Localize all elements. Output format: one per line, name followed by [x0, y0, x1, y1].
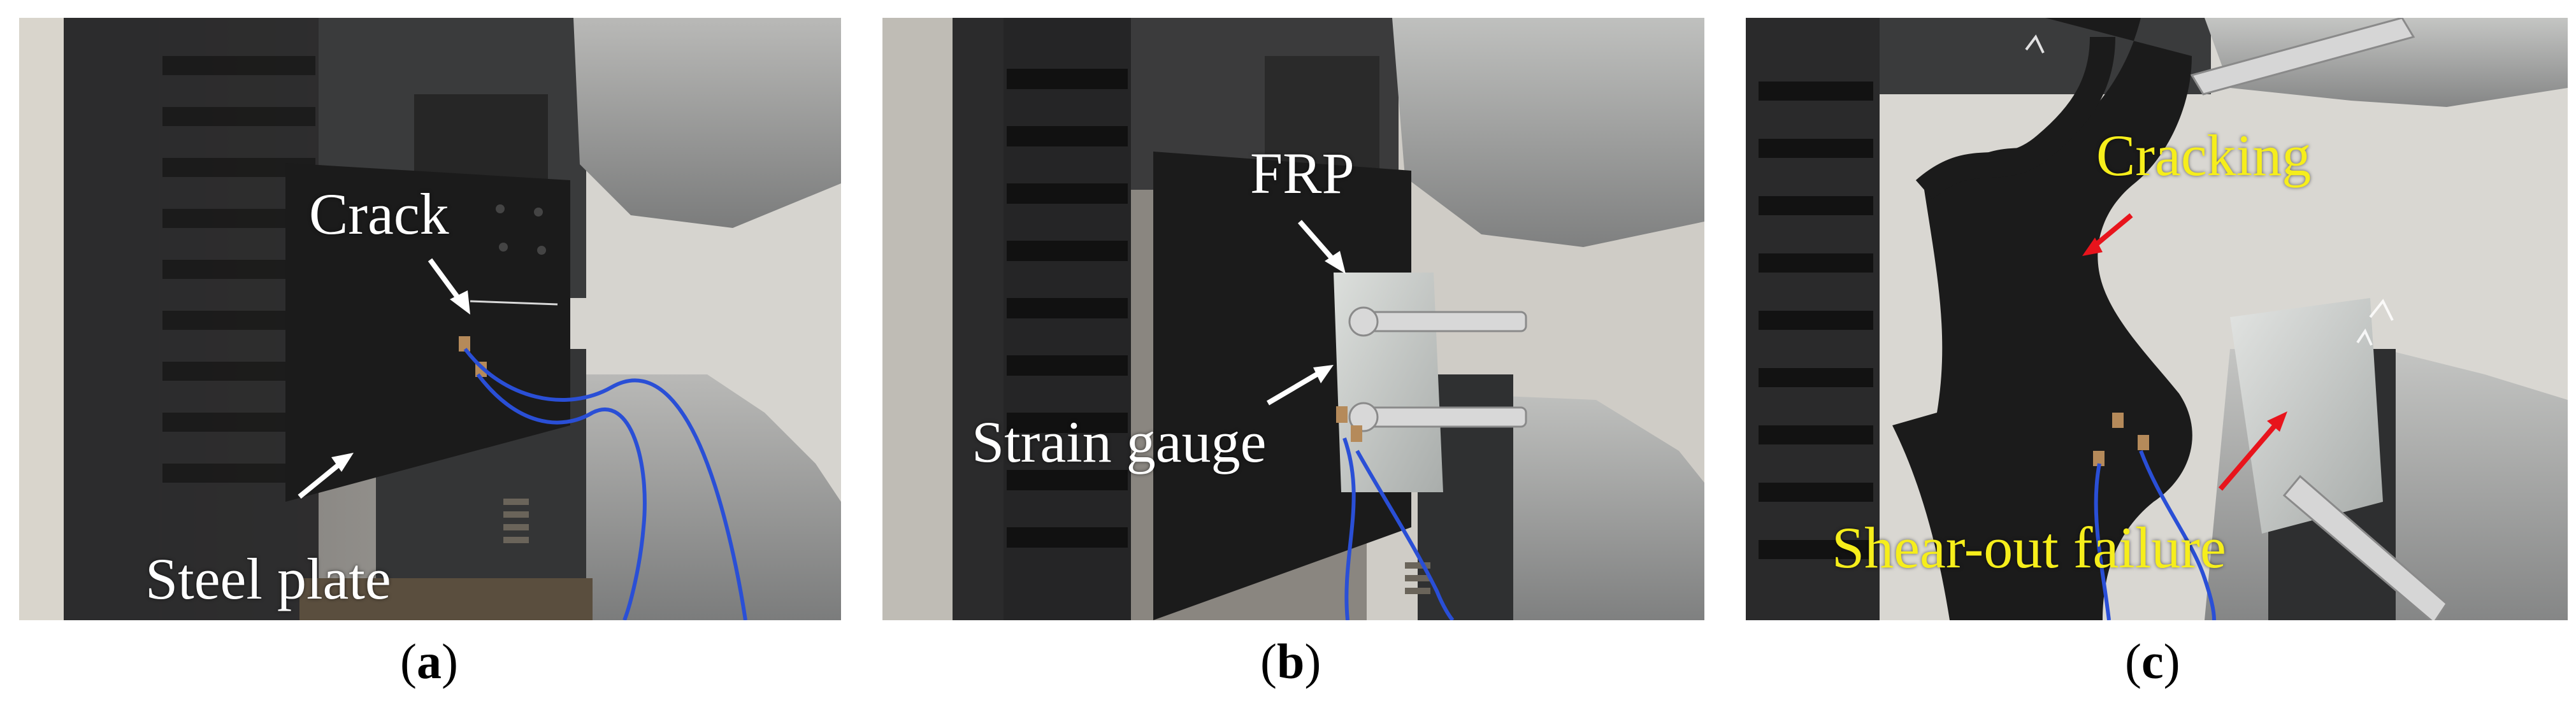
photo-c-scene — [1746, 18, 2568, 620]
caption-b: (b) — [1260, 634, 1321, 689]
caption-a: (a) — [400, 634, 458, 689]
photo-panel-b: FRP Strain gauge — [882, 18, 1704, 620]
photo-b-scene — [882, 18, 1704, 620]
label-strain-gauge: Strain gauge — [972, 409, 1267, 474]
label-steel-plate: Steel plate — [145, 546, 391, 611]
caption-c: (c) — [2125, 634, 2180, 689]
label-frp: FRP — [1250, 141, 1355, 206]
photo-a-scene — [19, 18, 841, 620]
label-cracking: Cracking — [2096, 123, 2312, 188]
label-crack: Crack — [309, 181, 449, 246]
photo-panel-c: Cracking Shear-out failure — [1746, 18, 2568, 620]
label-shear-out-failure: Shear-out failure — [1832, 515, 2226, 580]
photo-panel-a: Crack Steel plate — [19, 18, 841, 620]
